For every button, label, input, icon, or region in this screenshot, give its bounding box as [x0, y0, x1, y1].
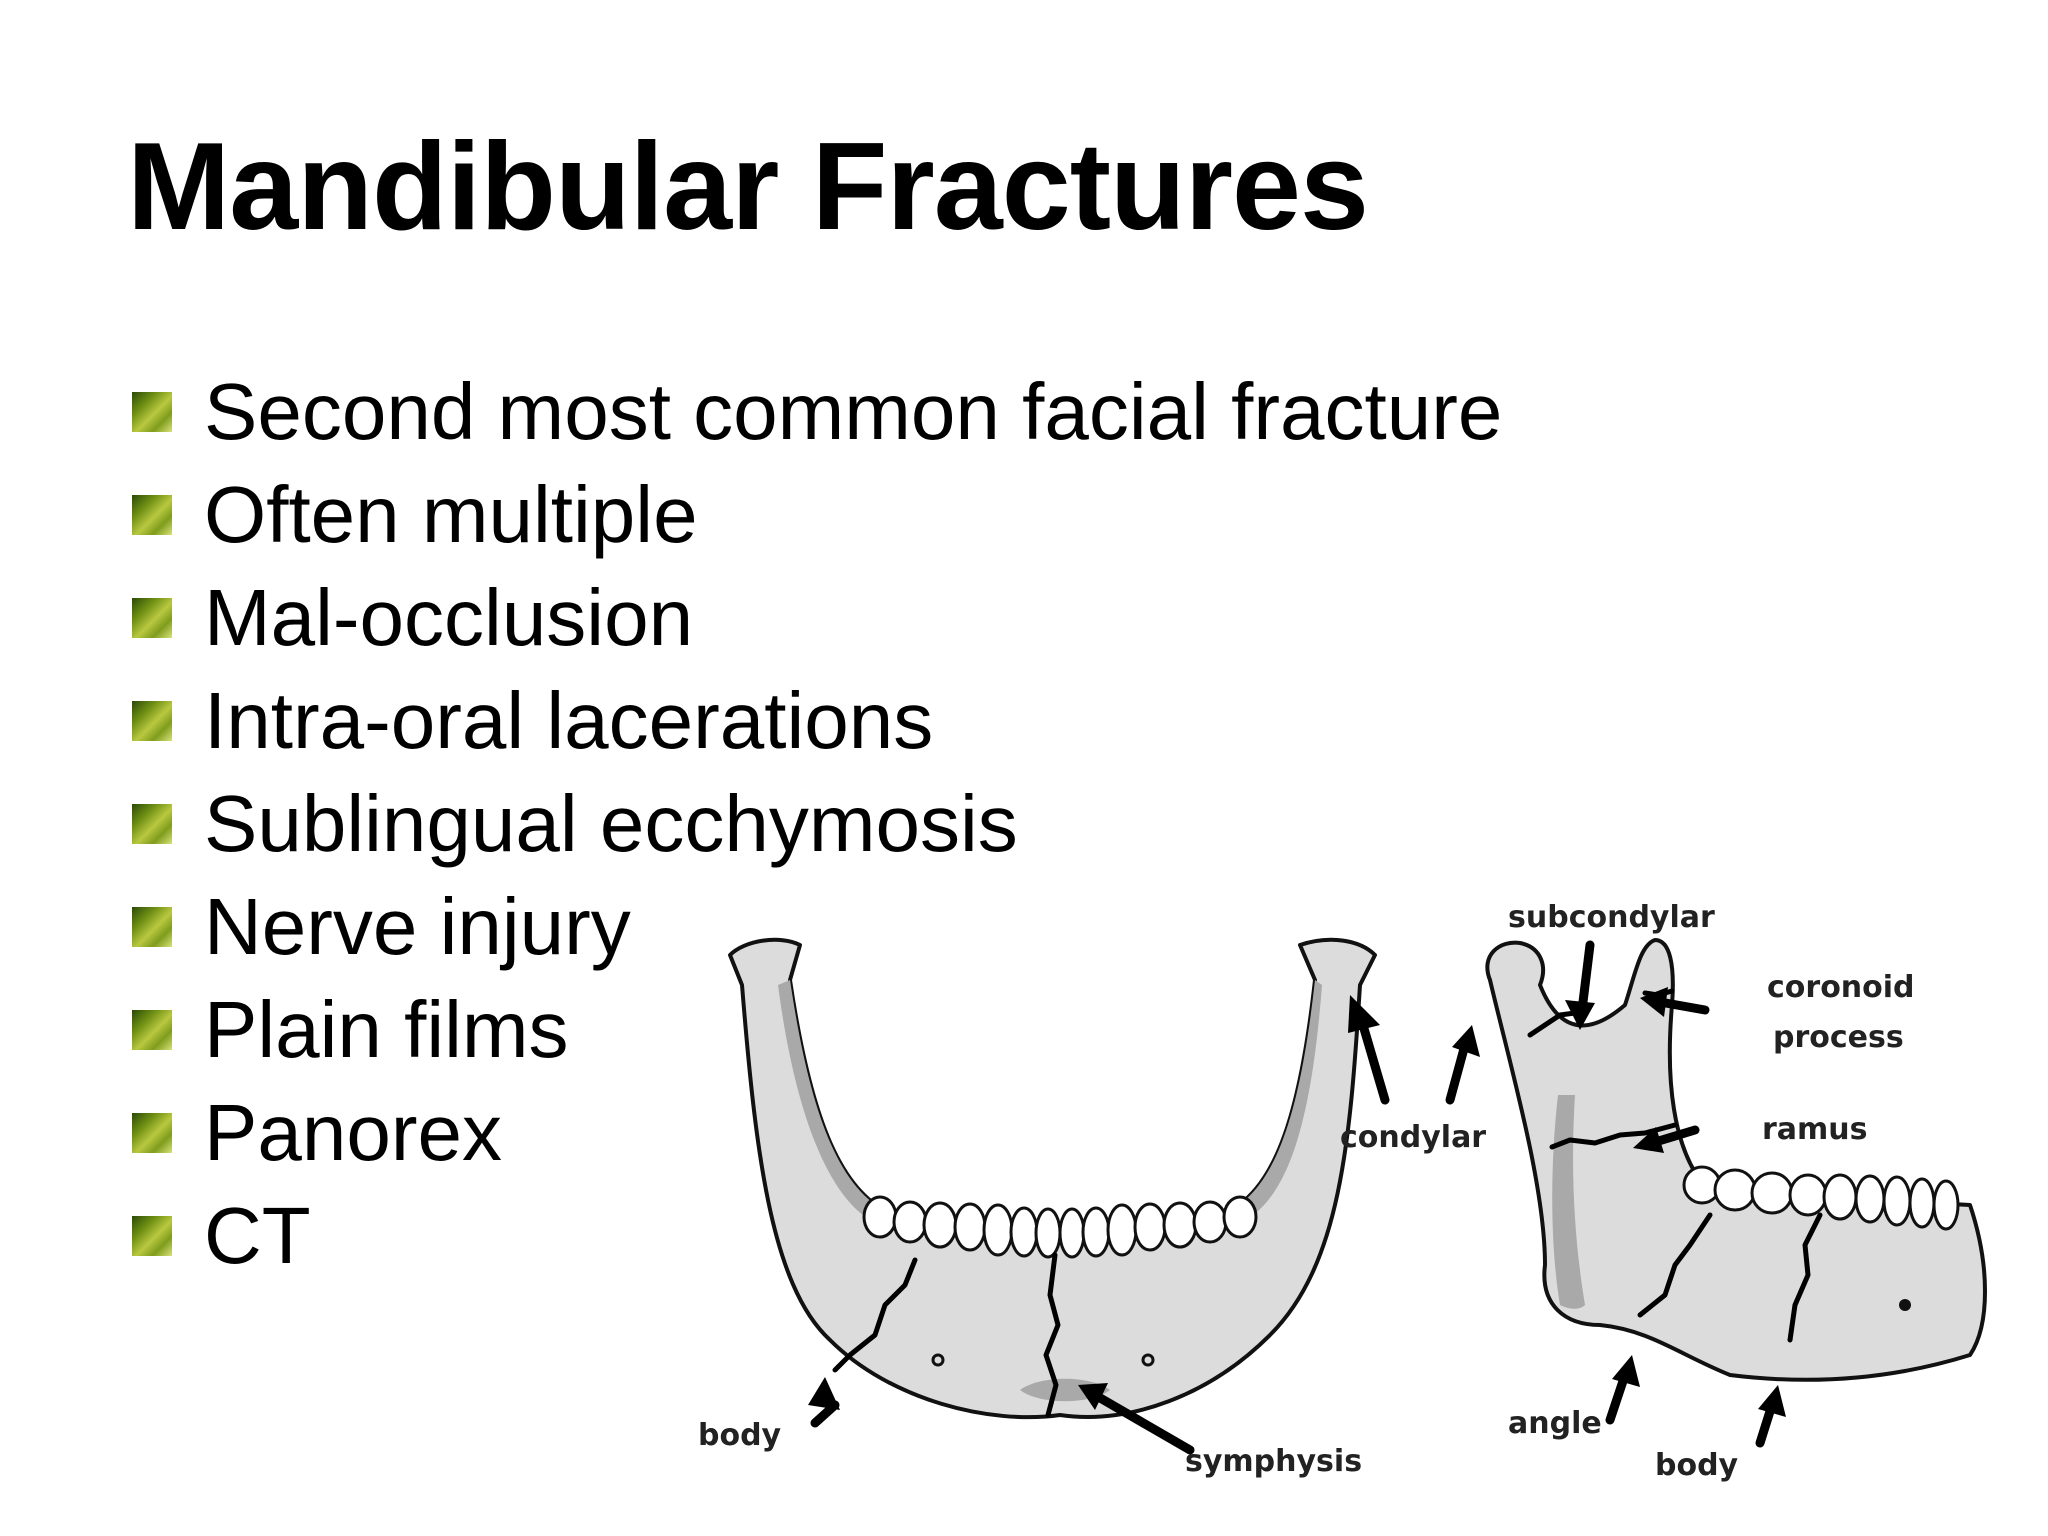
label-coronoid: coronoid: [1767, 970, 1915, 1005]
bullet-item: Panorex: [132, 1081, 1502, 1184]
bullet-square-icon: [132, 803, 172, 844]
bullet-item: Nerve injury: [132, 875, 1502, 978]
lateral-teeth: [1682, 1165, 1960, 1231]
bullet-item: CT: [132, 1184, 1502, 1287]
bullet-text: Mal-occlusion: [204, 572, 694, 662]
bullet-text: Second most common facial fracture: [204, 366, 1503, 456]
bullet-square-icon: [132, 1009, 172, 1050]
mandible-fracture-diagram: subcondylar coronoid process ramus condy…: [690, 885, 1990, 1495]
mandible-illustration: subcondylar coronoid process ramus condy…: [698, 900, 1987, 1483]
bullet-item: Second most common facial fracture: [132, 360, 1502, 463]
bullet-square-icon: [132, 597, 172, 638]
slide-title: Mandibular Fractures: [127, 118, 1369, 256]
bullet-square-icon: [132, 906, 172, 947]
bullet-text: Sublingual ecchymosis: [204, 778, 1018, 868]
bullet-square-icon: [132, 391, 172, 432]
diagram-labels: subcondylar coronoid process ramus condy…: [698, 900, 1915, 1483]
label-condylar: condylar: [1340, 1120, 1486, 1155]
frontal-teeth: [862, 1195, 1258, 1259]
bullet-item: Mal-occlusion: [132, 566, 1502, 669]
bullet-square-icon: [132, 700, 172, 741]
label-ramus: ramus: [1762, 1112, 1868, 1147]
label-body-front: body: [698, 1418, 782, 1453]
bullet-list: Second most common facial fracture Often…: [132, 360, 1502, 1287]
bullet-item: Plain films: [132, 978, 1502, 1081]
bullet-text: Plain films: [204, 984, 569, 1074]
bullet-square-icon: [132, 1215, 172, 1256]
label-process: process: [1773, 1020, 1904, 1055]
bullet-text: Panorex: [204, 1087, 502, 1177]
bullet-item: Intra-oral lacerations: [132, 669, 1502, 772]
label-arrows: [808, 940, 1786, 1455]
bullet-square-icon: [132, 494, 172, 535]
lateral-mandible: [1485, 938, 1987, 1382]
bullet-text: Nerve injury: [204, 881, 631, 971]
bullet-text: Intra-oral lacerations: [204, 675, 934, 765]
label-subcondylar: subcondylar: [1508, 900, 1715, 935]
bullet-item: Sublingual ecchymosis: [132, 772, 1502, 875]
frontal-mandible: [728, 937, 1377, 1420]
label-body-side: body: [1655, 1448, 1739, 1483]
bullet-item: Often multiple: [132, 463, 1502, 566]
label-symphysis: symphysis: [1185, 1444, 1362, 1479]
bullet-text: CT: [204, 1190, 311, 1280]
bullet-square-icon: [132, 1112, 172, 1153]
label-angle: angle: [1508, 1406, 1602, 1441]
bullet-text: Often multiple: [204, 469, 698, 559]
